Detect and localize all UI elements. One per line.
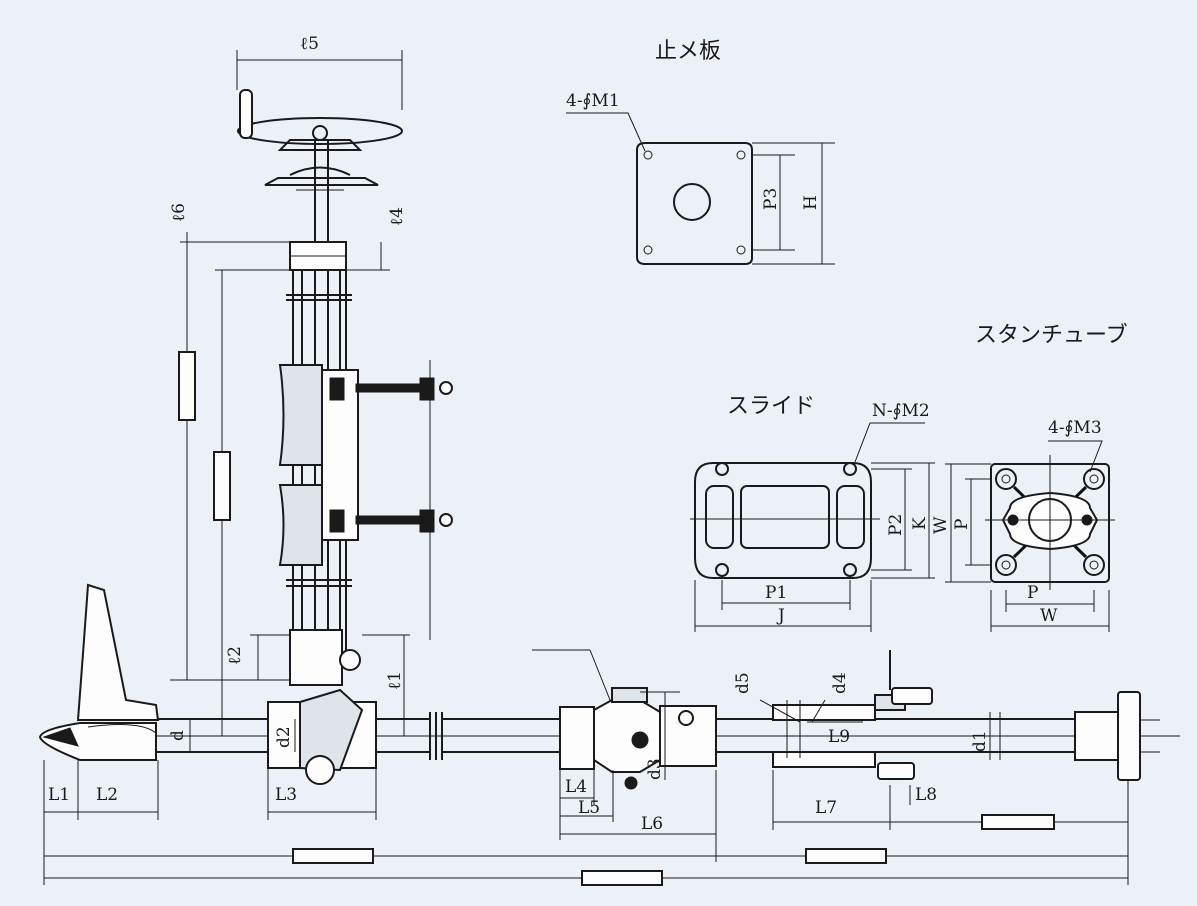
label-P-horizontal: P — [1027, 583, 1038, 603]
label-l4: ℓ4 — [387, 207, 407, 226]
label-P-vertical: P — [952, 519, 972, 530]
label-P1: P1 — [765, 583, 787, 603]
label-J: J — [776, 606, 785, 626]
label-L2: L2 — [96, 785, 118, 805]
label-L3: L3 — [275, 785, 297, 805]
shaft-coupling — [267, 688, 377, 785]
label-H: H — [801, 195, 821, 210]
label-P2: P2 — [886, 514, 906, 536]
label-l1: ℓ1 — [385, 671, 405, 690]
stern-tube-title: スタンチューブ — [975, 323, 1128, 348]
label-L6: L6 — [641, 814, 663, 834]
slide-title: スライド — [727, 394, 815, 419]
stopper-plate-title: 止メ板 — [655, 39, 721, 64]
label-d: d — [168, 730, 188, 741]
bottom-dimensions — [43, 760, 1129, 886]
label-d2: d2 — [274, 726, 294, 748]
label-L4: L4 — [565, 777, 587, 797]
label-l5: ℓ5 — [300, 34, 319, 54]
propeller-hub — [38, 583, 160, 761]
label-W-horizontal: W — [1040, 606, 1058, 626]
label-L7: L7 — [815, 798, 837, 818]
label-P3: P3 — [761, 188, 781, 210]
label-M3: 4-∮M3 — [1048, 418, 1102, 438]
stopper-plate — [566, 112, 835, 265]
label-W-vertical: W — [931, 516, 951, 534]
label-L1: L1 — [48, 785, 70, 805]
label-L8: L8 — [915, 785, 937, 805]
steering-column — [237, 89, 453, 686]
column-dimensions — [170, 50, 410, 736]
label-L9: L9 — [828, 727, 850, 747]
label-d1: d1 — [970, 730, 990, 752]
label-d4: d4 — [830, 672, 850, 694]
stern-tube — [999, 691, 1160, 781]
slide-plate — [690, 422, 935, 632]
stern-tube-flange — [945, 440, 1115, 632]
label-d5: d5 — [733, 672, 753, 694]
intermediate-coupling — [532, 649, 717, 790]
label-d3: d3 — [645, 758, 665, 780]
slide-bearing — [772, 650, 933, 780]
label-M1: 4-∮M1 — [566, 91, 620, 111]
diameter-dimensions — [189, 699, 991, 780]
label-M2: N-∮M2 — [872, 401, 930, 421]
label-l2: ℓ2 — [225, 646, 245, 665]
label-K: K — [910, 517, 930, 530]
label-l6: ℓ6 — [169, 203, 189, 222]
label-L5: L5 — [578, 798, 600, 818]
